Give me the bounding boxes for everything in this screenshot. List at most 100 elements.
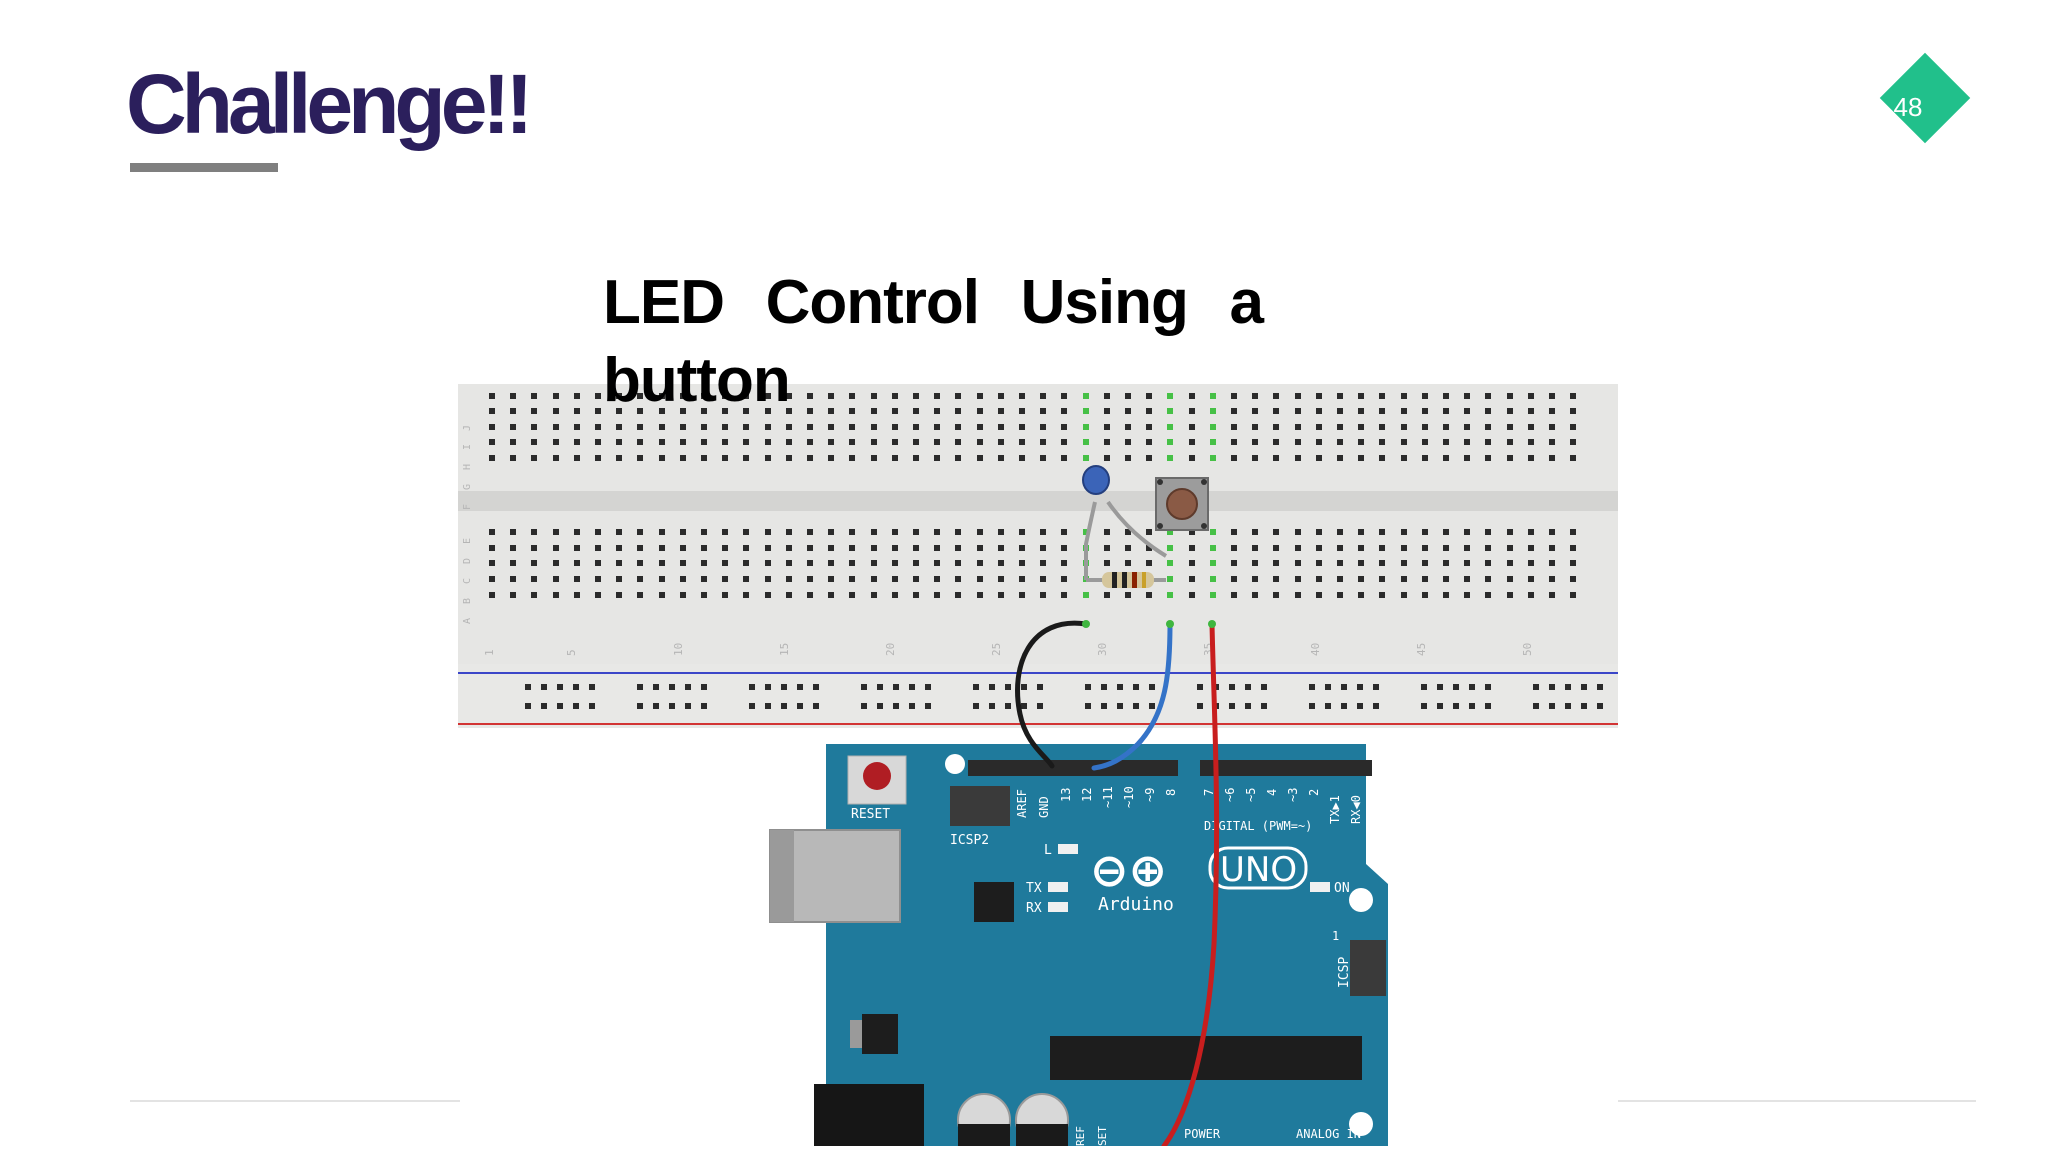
breadboard-hole xyxy=(807,576,813,582)
breadboard-hole xyxy=(1464,560,1470,566)
breadboard-hole xyxy=(1061,439,1067,445)
slide-subtitle: LED Control Using a button xyxy=(603,264,1264,420)
breadboard-hole xyxy=(749,703,755,709)
breadboard-hole xyxy=(489,576,495,582)
breadboard-hole xyxy=(1358,393,1364,399)
breadboard-hole xyxy=(1189,393,1195,399)
breadboard-hole xyxy=(669,703,675,709)
breadboard-hole xyxy=(977,408,983,414)
breadboard-hole xyxy=(553,455,559,461)
breadboard-hole xyxy=(955,576,961,582)
breadboard-hole xyxy=(989,684,995,690)
breadboard-hole xyxy=(574,455,580,461)
breadboard-hole xyxy=(1443,408,1449,414)
breadboard-hole xyxy=(1570,393,1576,399)
breadboard-hole xyxy=(1549,684,1555,690)
breadboard-hole xyxy=(1037,684,1043,690)
breadboard-hole xyxy=(955,592,961,598)
breadboard-hole xyxy=(913,529,919,535)
pin-3-label: ~3 xyxy=(1286,788,1300,802)
breadboard-hole xyxy=(998,455,1004,461)
breadboard-hole xyxy=(1197,703,1203,709)
breadboard-hole xyxy=(701,703,707,709)
breadboard-hole xyxy=(659,560,665,566)
breadboard-hole xyxy=(1358,545,1364,551)
breadboard-hole xyxy=(489,560,495,566)
breadboard-hole xyxy=(1210,424,1216,430)
breadboard-hole xyxy=(892,560,898,566)
breadboard-hole xyxy=(595,576,601,582)
breadboard-hole xyxy=(1146,529,1152,535)
breadboard-hole xyxy=(1464,424,1470,430)
breadboard-hole xyxy=(557,703,563,709)
breadboard-hole xyxy=(637,439,643,445)
voltage-regulator xyxy=(862,1014,898,1054)
col-number-1: 1 xyxy=(483,649,496,656)
breadboard-hole xyxy=(1146,408,1152,414)
breadboard-hole xyxy=(955,529,961,535)
breadboard-hole xyxy=(765,455,771,461)
digital-header-left xyxy=(968,760,1178,776)
pin-2-label: 2 xyxy=(1307,789,1321,796)
breadboard-hole xyxy=(1101,684,1107,690)
push-button-cap xyxy=(1166,488,1198,520)
breadboard-hole xyxy=(1197,684,1203,690)
row-letter-d: D xyxy=(462,558,473,564)
breadboard-hole xyxy=(1252,560,1258,566)
breadboard-hole xyxy=(1401,576,1407,582)
breadboard-hole xyxy=(807,408,813,414)
black-wire xyxy=(1015,620,1089,769)
breadboard-hole xyxy=(669,684,675,690)
uno-label-box xyxy=(1208,846,1308,890)
page-number: 48 xyxy=(1893,92,1923,122)
breadboard-hole xyxy=(1443,439,1449,445)
breadboard-hole xyxy=(595,560,601,566)
breadboard-hole xyxy=(1005,703,1011,709)
breadboard-hole xyxy=(722,576,728,582)
pin-4-label: 4 xyxy=(1265,789,1279,796)
breadboard-hole xyxy=(1316,424,1322,430)
breadboard-hole xyxy=(510,560,516,566)
breadboard-hole xyxy=(1316,592,1322,598)
col-number-10: 10 xyxy=(672,643,685,656)
breadboard-hole xyxy=(1104,560,1110,566)
capacitor-2-stripe xyxy=(1016,1124,1068,1146)
resistor-band-2 xyxy=(1122,572,1127,588)
breadboard-hole xyxy=(1040,576,1046,582)
breadboard-hole xyxy=(998,529,1004,535)
breadboard-hole xyxy=(977,560,983,566)
breadboard-hole xyxy=(510,592,516,598)
digital-header-right xyxy=(1200,760,1372,776)
breadboard-hole xyxy=(1210,455,1216,461)
breadboard-hole xyxy=(637,408,643,414)
breadboard-hole xyxy=(1146,393,1152,399)
breadboard-hole xyxy=(1549,408,1555,414)
pin-6-label: ~6 xyxy=(1223,788,1237,802)
breadboard-hole xyxy=(1273,455,1279,461)
wire-end-blue xyxy=(1166,620,1174,628)
breadboard-hole xyxy=(510,424,516,430)
breadboard-hole xyxy=(1443,424,1449,430)
breadboard-hole xyxy=(637,576,643,582)
breadboard-hole xyxy=(616,592,622,598)
breadboard-hole xyxy=(1570,545,1576,551)
row-letter-f: F xyxy=(462,504,473,510)
breadboard-hole xyxy=(1337,455,1343,461)
capacitor-blue xyxy=(1082,465,1110,495)
power-rail-holes xyxy=(525,684,1603,709)
digital-pin-labels: AREF GND 13 12 ~11 ~10 ~9 8 7 ~6 ~5 4 ~3… xyxy=(1015,786,1363,824)
breadboard-hole xyxy=(1061,529,1067,535)
resistor-band-4 xyxy=(1142,572,1146,588)
wire-end-red xyxy=(1208,620,1216,628)
breadboard-hole xyxy=(1295,592,1301,598)
breadboard-hole xyxy=(765,592,771,598)
col-number-5: 5 xyxy=(565,649,578,656)
breadboard-hole xyxy=(1210,439,1216,445)
breadboard-hole xyxy=(1358,560,1364,566)
breadboard-hole xyxy=(1104,393,1110,399)
breadboard-hole xyxy=(871,545,877,551)
breadboard-hole xyxy=(1401,393,1407,399)
breadboard-hole xyxy=(1040,592,1046,598)
breadboard-hole xyxy=(828,393,834,399)
breadboard-hole xyxy=(1019,545,1025,551)
